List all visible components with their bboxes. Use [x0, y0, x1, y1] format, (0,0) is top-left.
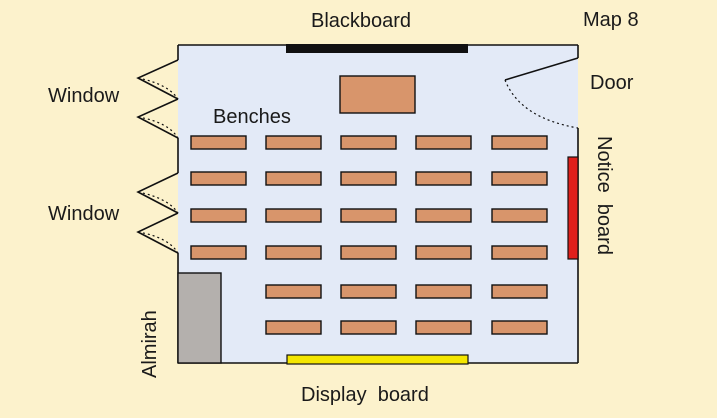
bench	[340, 245, 397, 260]
door-label: Door	[590, 72, 634, 94]
display-board-label: Display board	[301, 384, 429, 406]
bench	[265, 208, 322, 223]
bench	[265, 320, 322, 335]
bench	[415, 135, 472, 150]
benches-label: Benches	[213, 106, 291, 128]
window-label-bottom: Window	[48, 203, 120, 225]
window-label-top: Window	[48, 85, 120, 107]
bench	[265, 284, 322, 299]
bench	[340, 320, 397, 335]
blackboard	[286, 44, 468, 53]
bench	[265, 245, 322, 260]
bench	[190, 135, 247, 150]
almirah-label: Almirah	[139, 310, 161, 378]
door	[504, 45, 579, 129]
bench	[340, 171, 397, 186]
bench	[491, 245, 548, 260]
bench	[190, 245, 247, 260]
bench	[491, 320, 548, 335]
bench	[340, 135, 397, 150]
bench	[491, 208, 548, 223]
almirah	[177, 272, 222, 364]
bench	[190, 171, 247, 186]
benches	[190, 135, 548, 335]
notice-board-label: Notice board	[593, 136, 615, 255]
bench	[340, 208, 397, 223]
map-title: Map 8	[583, 9, 639, 31]
bench	[415, 208, 472, 223]
bench	[491, 284, 548, 299]
bench	[340, 284, 397, 299]
bench	[415, 245, 472, 260]
bench	[415, 284, 472, 299]
blackboard-label: Blackboard	[311, 10, 412, 32]
bench	[265, 171, 322, 186]
bench	[491, 135, 548, 150]
bench	[190, 208, 247, 223]
bench	[415, 171, 472, 186]
display-board	[286, 354, 469, 365]
window-bottom	[136, 172, 179, 254]
teacher-table	[339, 75, 416, 114]
window-top	[136, 59, 179, 139]
notice-board	[567, 156, 579, 260]
bench	[415, 320, 472, 335]
bench	[491, 171, 548, 186]
bench	[265, 135, 322, 150]
